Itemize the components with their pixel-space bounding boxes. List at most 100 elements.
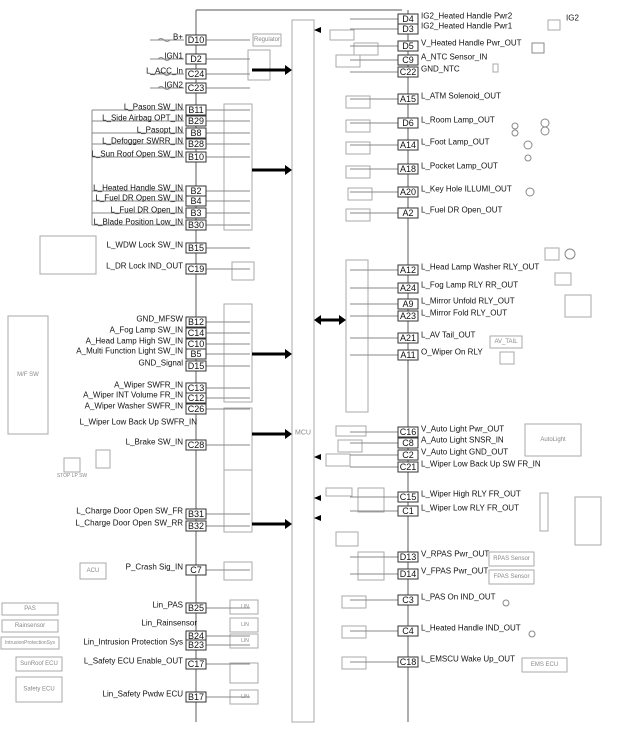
signal-label: A_Fog Lamp SW_IN (110, 326, 184, 335)
left-pin-b8: B8L_Pasopt_IN (137, 126, 250, 139)
pin-id: A2 (402, 208, 413, 218)
signal-label: L_DR Lock IND_OUT (106, 262, 183, 271)
function-block (223, 103, 253, 231)
signal-label: L_Head Lamp Washer RLY_OUT (421, 263, 539, 272)
pin-id: B29 (188, 116, 204, 126)
left-pin-b3: B3L_Fuel DR Open_IN (111, 206, 250, 219)
acu-label: ACU (87, 568, 100, 574)
signal-label: Lin_PAS (152, 601, 183, 610)
safety-ecu-box (15, 676, 63, 703)
pin-box (397, 625, 419, 637)
signal-label: L_Pason SW_IN (124, 103, 183, 112)
signal-label: L_Safety ECU Enable_OUT (84, 657, 183, 666)
rainsensor-box (1, 619, 59, 633)
fog-relay (554, 272, 572, 286)
pin-id: C13 (188, 383, 205, 393)
rainsensor-label: Rainsensor (15, 623, 45, 629)
pin-box (397, 93, 419, 105)
stop-lamp-switch-label: STOP LP SW (57, 473, 88, 479)
pin-id: D2 (190, 54, 202, 64)
pin-box (185, 207, 207, 219)
pin-id: D3 (402, 24, 414, 34)
pin-box (397, 23, 419, 35)
signal-label: L_Charge Door Open SW_RR (75, 519, 183, 528)
window-switch-box (39, 235, 97, 275)
pin-id: A21 (400, 333, 416, 343)
arrow-head-icon (314, 27, 321, 33)
pin-id: C24 (188, 69, 205, 79)
signal-label: GND_MFSW (136, 315, 183, 324)
pin-id: C3 (402, 595, 414, 605)
signal-label: GND_Signal (139, 359, 184, 368)
pin-box (185, 195, 207, 207)
signal-label: L_ATM Solenoid_OUT (421, 92, 501, 101)
signal-label: L_EMSCU Wake Up_OUT (421, 655, 515, 664)
pin-box (185, 403, 207, 415)
pin-id: D14 (400, 569, 417, 579)
pin-id: D10 (188, 35, 205, 45)
signal-label: V_Heated Handle Pwr_OUT (421, 39, 522, 48)
pin-id: C12 (188, 393, 205, 403)
indicator-led-icon (528, 630, 536, 638)
signal-label: P_Crash Sig_IN (126, 563, 184, 572)
signal-label: L_AV Tail_OUT (421, 331, 476, 340)
safety-ecu-label: Safety ECU (23, 687, 54, 693)
function-block (335, 531, 359, 547)
signal-label: Lin_Rainsensor (141, 619, 197, 628)
pin-id: C15 (400, 492, 417, 502)
function-block (229, 617, 259, 633)
pin-id: C1 (402, 506, 414, 516)
pin-id: B31 (188, 509, 204, 519)
left-pin-b5: B5A_Multi Function Light SW_IN (76, 347, 250, 360)
function-block (325, 487, 353, 497)
rpas-sensor-label: RPAS Sensor (493, 556, 530, 562)
signal-label: L_Fuel DR Open_IN (111, 206, 184, 215)
ntc-sensor-icon (492, 63, 499, 73)
pin-id: C26 (188, 404, 205, 414)
signal-label: L_Fuel DR Open_OUT (421, 206, 502, 215)
arrow-head-icon (314, 515, 321, 521)
pin-box (397, 461, 419, 473)
signal-label: L_Wiper Low Back Up SW FR_IN (421, 460, 541, 469)
mcu-label: MCU (295, 430, 311, 437)
fuse-icon (157, 57, 171, 61)
left-pin-c14: C14 A_Fog Lamp SW_IN (110, 326, 250, 339)
stop-lamp-switch-box (63, 457, 81, 473)
led-icon (524, 154, 532, 162)
left-pin-label: L_Wiper Low Back Up SWFR_IN (80, 418, 198, 427)
pin-id: B32 (188, 521, 204, 531)
wiper-relay (499, 351, 515, 365)
function-block (345, 259, 369, 413)
right-pin-c21: C21 L_Wiper Low Back Up SW FR_IN (350, 460, 541, 473)
pin-id: C7 (190, 565, 202, 575)
lin-label: LIN (241, 604, 249, 610)
pin-box (185, 151, 207, 163)
pin-id: C28 (188, 440, 205, 450)
function-block (345, 165, 371, 179)
signal-label: L_Pocket Lamp_OUT (421, 162, 498, 171)
signal-label: O_Wiper On RLY (421, 348, 483, 357)
signal-label: L_Mirror Fold RLY_OUT (421, 309, 507, 318)
fuse-icon (157, 72, 171, 76)
pin-id: C23 (188, 83, 205, 93)
icu-frame: MCU (195, 9, 409, 723)
pin-id: C14 (188, 328, 205, 338)
mirror-relay (564, 294, 592, 318)
pin-id: C21 (400, 462, 417, 472)
signal-label: L_Defogger SWRR_IN (102, 137, 183, 146)
signal-label: IG2_Heated Handle Pwr1 (421, 22, 513, 31)
arrow-head-icon (285, 349, 292, 359)
mf-sw-label: M/F SW (17, 372, 39, 378)
signal-label: L_PAS On IND_OUT (421, 593, 496, 602)
